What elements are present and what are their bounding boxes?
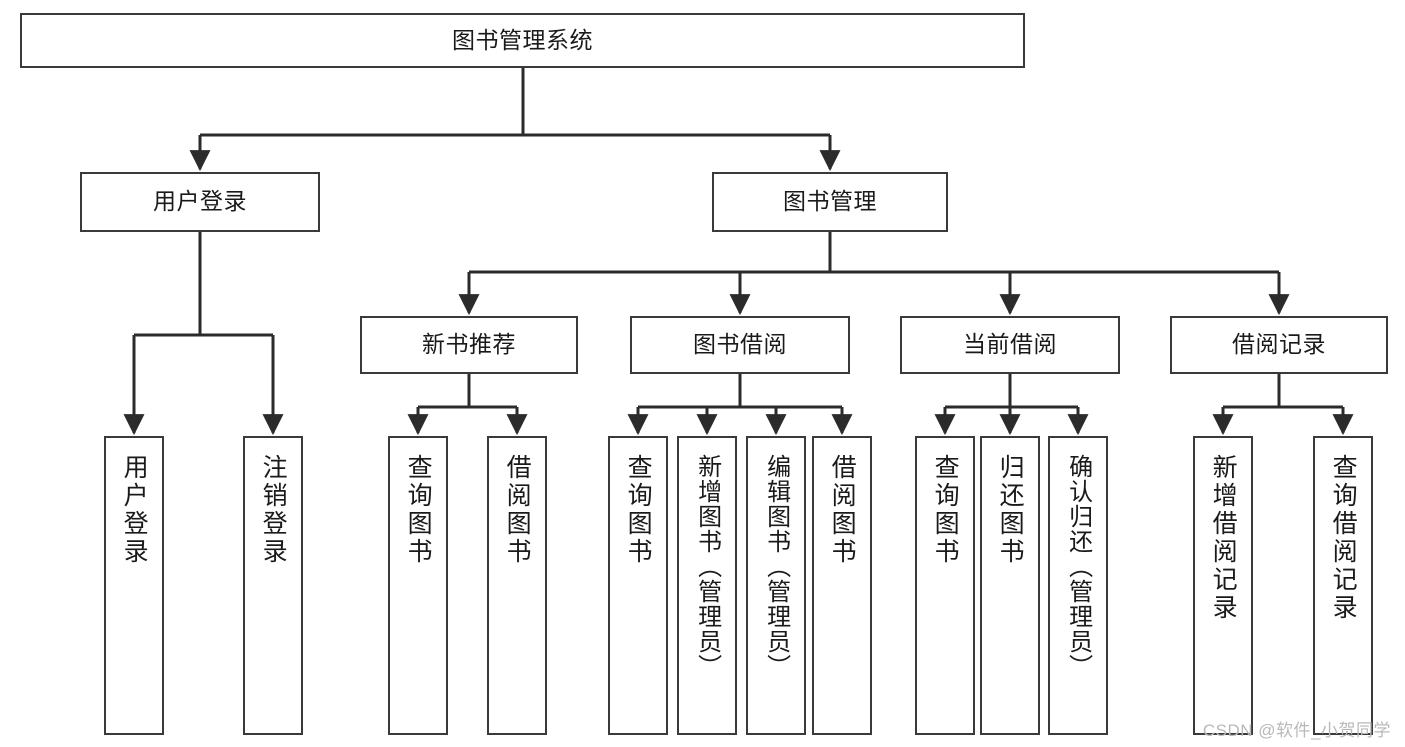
- node-label: 注销登录: [259, 454, 288, 566]
- node-label: 新增借阅记录: [1209, 454, 1238, 622]
- node-new-book-recommend[interactable]: 新书推荐: [360, 316, 578, 374]
- watermark-text: CSDN @软件_小贺同学: [1202, 721, 1391, 740]
- node-label: 借阅记录: [1232, 331, 1326, 358]
- node-label: 查询借阅记录: [1329, 454, 1358, 622]
- node-label: 图书管理: [783, 188, 877, 215]
- node-leaf-user-login[interactable]: 用户登录: [104, 436, 164, 735]
- node-label: 查询图书: [404, 454, 433, 566]
- node-leaf-add-book-admin[interactable]: 新增图书（管理员）: [677, 436, 737, 735]
- node-label: 当前借阅: [963, 331, 1057, 358]
- node-leaf-edit-book-admin[interactable]: 编辑图书（管理员）: [746, 436, 806, 735]
- node-label: 图书借阅: [693, 331, 787, 358]
- node-leaf-borrow-book-2[interactable]: 借阅图书: [812, 436, 872, 735]
- node-leaf-logout-login[interactable]: 注销登录: [243, 436, 303, 735]
- node-label: 查询图书: [624, 454, 653, 566]
- node-leaf-query-book-1[interactable]: 查询图书: [388, 436, 448, 735]
- node-leaf-borrow-book-1[interactable]: 借阅图书: [487, 436, 547, 735]
- node-leaf-confirm-return-admin[interactable]: 确认归还（管理员）: [1048, 436, 1108, 735]
- node-leaf-return-book[interactable]: 归还图书: [980, 436, 1040, 735]
- node-current-borrow[interactable]: 当前借阅: [900, 316, 1120, 374]
- node-book-borrow[interactable]: 图书借阅: [630, 316, 850, 374]
- node-label: 查询图书: [931, 454, 960, 566]
- node-leaf-query-book-3[interactable]: 查询图书: [915, 436, 975, 735]
- node-leaf-query-borrow-record[interactable]: 查询借阅记录: [1313, 436, 1373, 735]
- node-root[interactable]: 图书管理系统: [20, 13, 1025, 68]
- node-leaf-query-book-2[interactable]: 查询图书: [608, 436, 668, 735]
- node-label: 借阅图书: [503, 454, 532, 566]
- node-leaf-add-borrow-record[interactable]: 新增借阅记录: [1193, 436, 1253, 735]
- node-label: 新增图书（管理员）: [693, 454, 721, 679]
- node-book-manage[interactable]: 图书管理: [712, 172, 948, 232]
- node-label: 确认归还（管理员）: [1064, 454, 1092, 679]
- node-label: 用户登录: [153, 188, 247, 215]
- node-label: 新书推荐: [422, 331, 516, 358]
- node-user-login[interactable]: 用户登录: [80, 172, 320, 232]
- node-label: 归还图书: [996, 454, 1025, 566]
- node-label: 用户登录: [120, 454, 149, 566]
- node-borrow-record[interactable]: 借阅记录: [1170, 316, 1388, 374]
- node-label: 图书管理系统: [452, 26, 593, 53]
- node-label: 编辑图书（管理员）: [762, 454, 790, 679]
- node-label: 借阅图书: [828, 454, 857, 566]
